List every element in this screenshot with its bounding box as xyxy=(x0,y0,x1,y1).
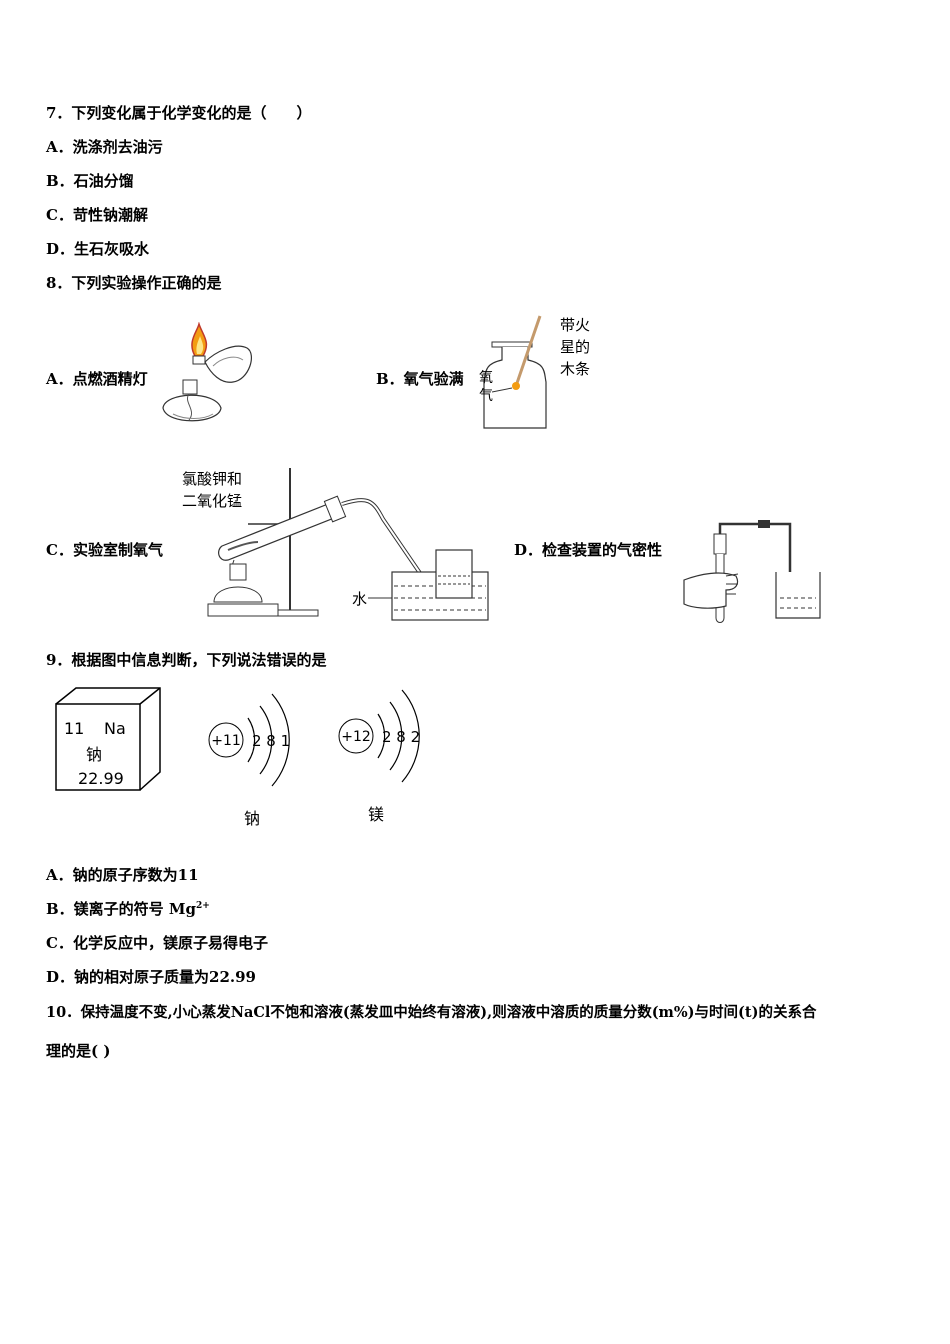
q9-option-d: D．钠的相对原子质量为22.99 xyxy=(46,968,256,986)
element-card: 11 Na 钠 22.99 xyxy=(55,687,161,791)
q8-stem: 8．下列实验操作正确的是 xyxy=(46,274,222,292)
q7-option-c: C．苛性钠潮解 xyxy=(46,206,148,224)
q8-option-c: C．实验室制氧气 xyxy=(46,541,163,559)
fig-c-water-label: 水 xyxy=(352,590,367,608)
q7-stem: 7．下列变化属于化学变化的是（ ） xyxy=(46,104,312,122)
na-shells: 2 8 1 xyxy=(252,732,290,750)
q9-option-c: C．化学反应中，镁原子易得电子 xyxy=(46,934,268,952)
alcohol-lamp-figure xyxy=(162,322,252,422)
q8-option-a: A．点燃酒精灯 xyxy=(46,370,148,388)
fig-b-splint-label-2: 星的 xyxy=(560,338,590,356)
na-nucleus: +11 xyxy=(211,733,241,749)
fig-b-gas-label-1: 氧 xyxy=(479,370,493,386)
fig-b-splint-label-1: 带火 xyxy=(560,316,590,334)
oxygen-bottle-figure: 氧 气 带火 星的 木条 xyxy=(479,315,590,429)
q10-stem-line1: 10．保持温度不变,小心蒸发NaCl不饱和溶液(蒸发皿中始终有溶液),则溶液中溶… xyxy=(46,1004,817,1021)
element-mass: 22.99 xyxy=(78,769,124,788)
element-symbol: Na xyxy=(104,719,126,738)
mg-shells: 2 8 2 xyxy=(382,728,420,746)
fig-b-splint-label-3: 木条 xyxy=(560,360,590,378)
q7-option-b: B．石油分馏 xyxy=(46,172,134,190)
mg-label: 镁 xyxy=(368,805,384,824)
q8-option-d: D．检查装置的气密性 xyxy=(514,541,663,559)
airtightness-check-figure xyxy=(683,520,821,623)
sodium-atom-diagram: +11 2 8 1 钠 xyxy=(208,693,290,828)
q9-stem: 9．根据图中信息判断，下列说法错误的是 xyxy=(46,651,327,669)
q9-option-b: B．镁离子的符号 Mg2+ xyxy=(46,898,210,919)
na-label: 钠 xyxy=(244,809,260,828)
q9-option-a: A．钠的原子序数为11 xyxy=(46,866,199,884)
q9-option-b-charge: 2+ xyxy=(196,901,210,911)
q9-option-b-text: B．镁离子的符号 Mg xyxy=(46,900,196,918)
q7-option-d: D．生石灰吸水 xyxy=(46,240,150,258)
mg-nucleus: +12 xyxy=(341,729,371,745)
element-name: 钠 xyxy=(86,745,102,764)
oxygen-preparation-figure: 氯酸钾和 二氧化锰 水 xyxy=(182,468,489,621)
fig-c-reagent-label-1: 氯酸钾和 xyxy=(182,470,242,488)
fig-b-gas-label-2: 气 xyxy=(479,388,493,404)
q10-stem-line2: 理的是( ) xyxy=(46,1042,111,1060)
q8-option-b: B．氧气验满 xyxy=(376,370,464,388)
magnesium-atom-diagram: +12 2 8 2 镁 xyxy=(338,689,420,824)
element-number: 11 xyxy=(64,719,84,738)
q7-option-a: A．洗涤剂去油污 xyxy=(46,138,163,156)
fig-c-reagent-label-2: 二氧化锰 xyxy=(182,492,242,510)
